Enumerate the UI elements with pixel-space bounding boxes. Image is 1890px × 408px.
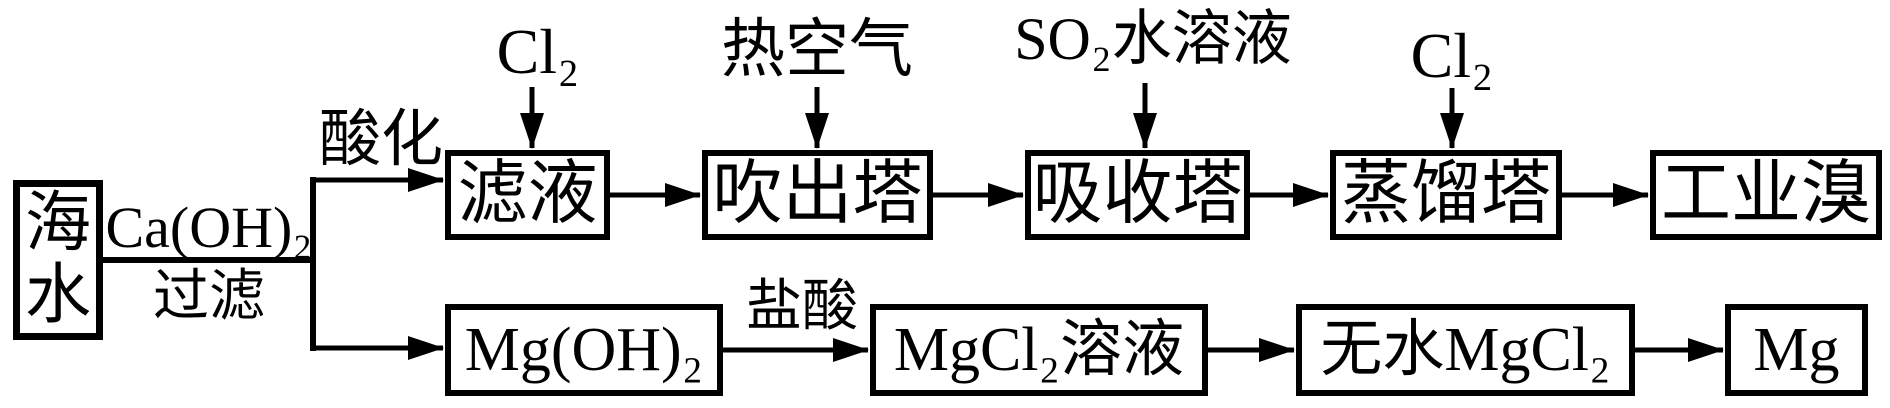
box-absorption-tower-label: 吸收塔 [1032, 156, 1243, 233]
box-anhydrous-mgcl2-label: 无水MgCl₂ [1320, 316, 1611, 384]
box-distillation-tower-label: 蒸馏塔 [1341, 156, 1551, 233]
box-mgcl2-solution: MgCl₂溶液 [870, 304, 1208, 396]
box-seawater: 海水 [13, 180, 103, 340]
box-blowout-tower-label: 吹出塔 [712, 156, 923, 233]
box-mgoh2-label: Mg(OH)₂ [464, 316, 704, 384]
box-mgcl2-solution-label: MgCl₂溶液 [893, 316, 1185, 384]
box-absorption-tower: 吸收塔 [1025, 150, 1250, 240]
label-caoh2-reagent: Ca(OH)₂ [105, 195, 313, 260]
box-seawater-label: 海水 [25, 187, 91, 332]
box-distillation-tower: 蒸馏塔 [1330, 150, 1562, 240]
box-magnesium: Mg [1725, 304, 1868, 396]
box-filtrate: 滤液 [445, 150, 610, 240]
label-so2-solution-input: SO₂水溶液 [1014, 6, 1292, 72]
box-blowout-tower: 吹出塔 [702, 150, 933, 240]
box-industrial-bromine-label: 工业溴 [1661, 156, 1871, 233]
box-industrial-bromine: 工业溴 [1650, 150, 1882, 240]
box-mgoh2: Mg(OH)₂ [445, 304, 723, 396]
label-hydrochloric-acid: 盐酸 [746, 276, 858, 338]
label-cl2-input-filtrate: Cl₂ [496, 16, 580, 87]
label-hot-air-input: 热空气 [721, 14, 913, 85]
label-filtration: 过滤 [153, 266, 265, 328]
box-magnesium-label: Mg [1753, 316, 1840, 384]
box-anhydrous-mgcl2: 无水MgCl₂ [1296, 304, 1635, 396]
box-filtrate-label: 滤液 [457, 156, 598, 233]
label-acidification: 酸化 [318, 106, 443, 174]
label-cl2-input-distillation: Cl₂ [1410, 20, 1494, 91]
